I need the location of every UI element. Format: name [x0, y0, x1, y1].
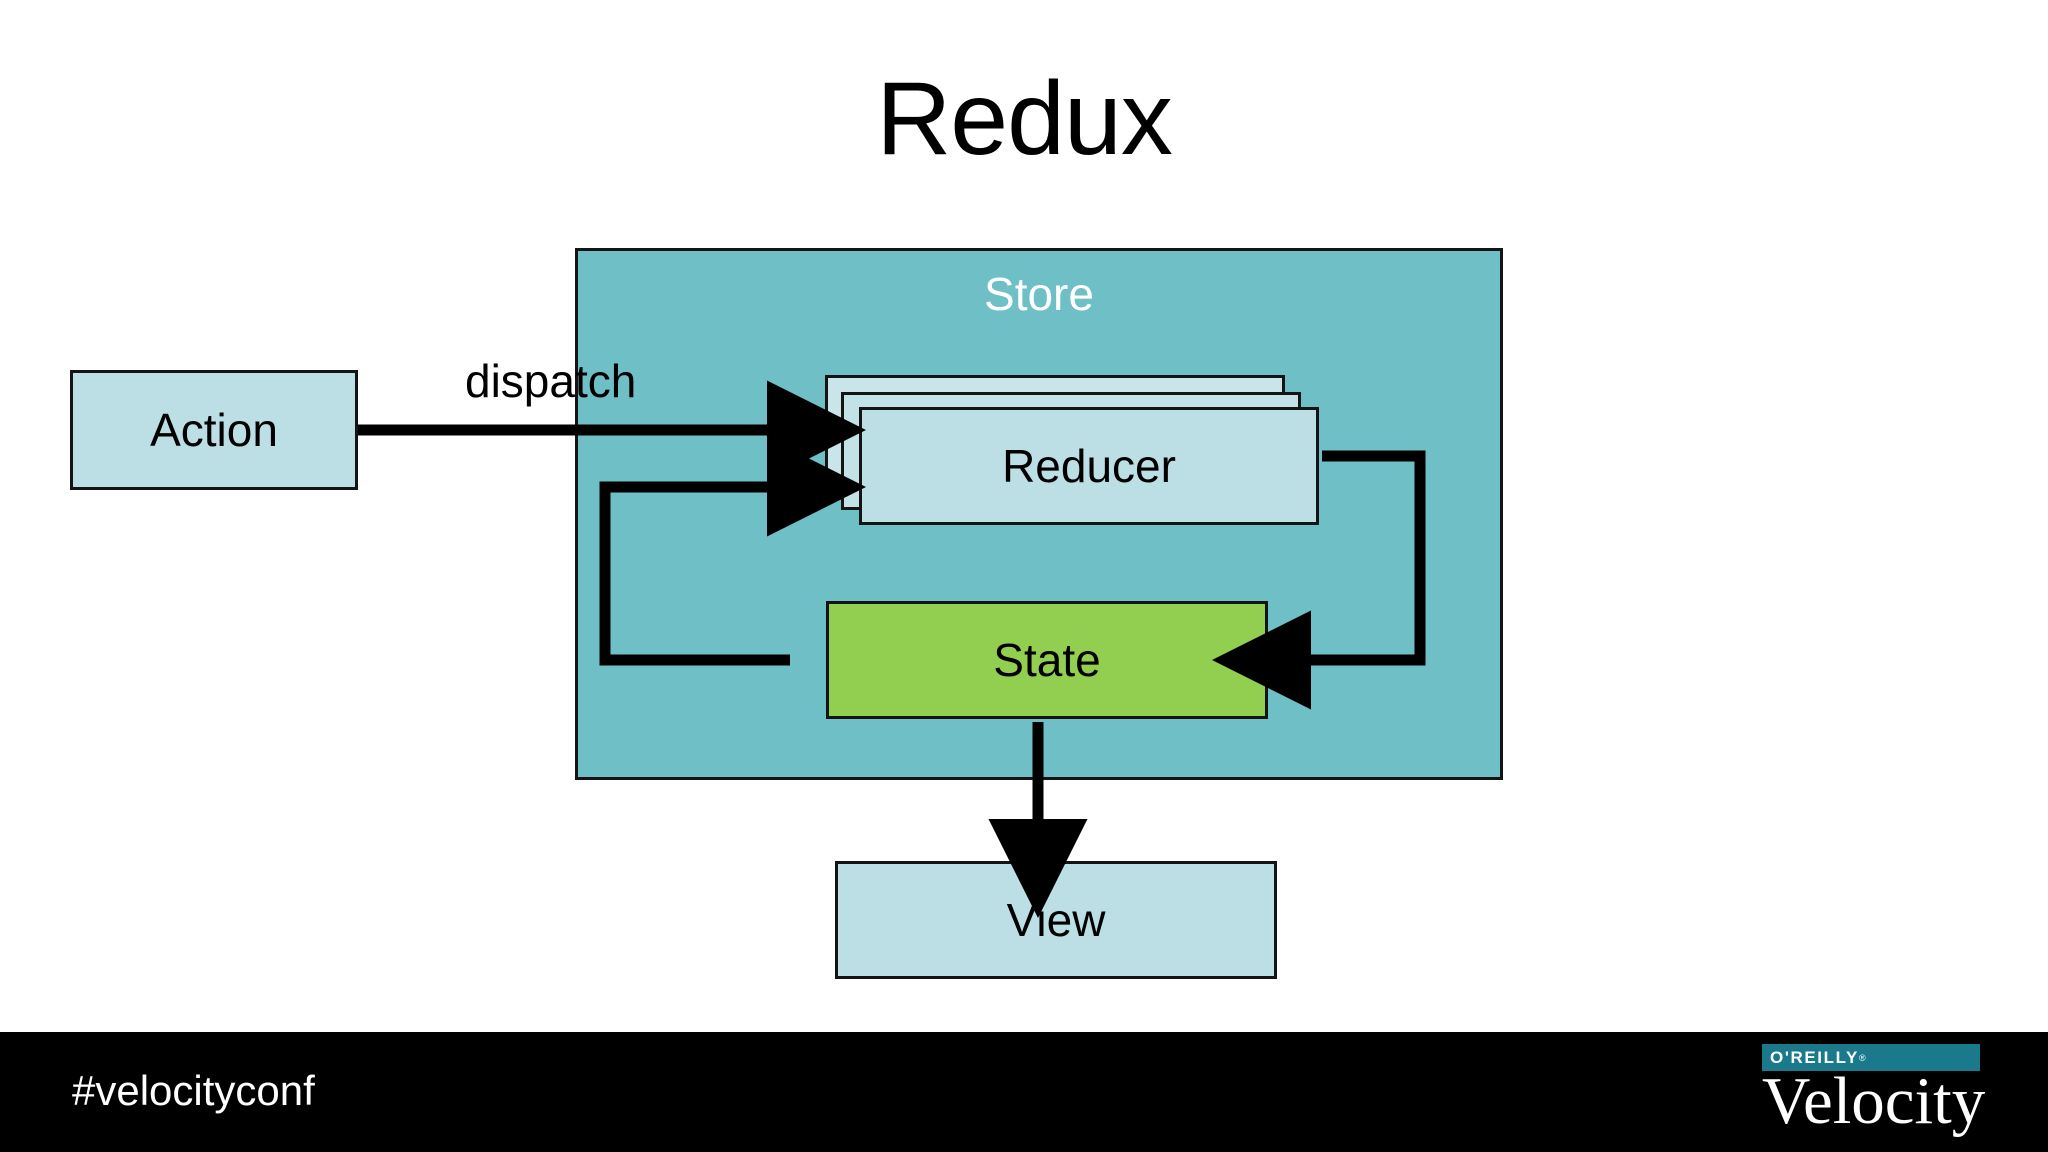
edge-label-dispatch: dispatch: [465, 355, 637, 407]
store-label: Store: [984, 268, 1094, 320]
registered-trademark-icon: ®: [1858, 1052, 1866, 1063]
oreilly-badge: O'REILLY®: [1762, 1044, 1980, 1071]
page-title: Redux: [876, 61, 1173, 177]
node-view: View: [835, 861, 1277, 979]
oreilly-wordmark: O'REILLY: [1770, 1048, 1859, 1067]
node-state: State: [826, 601, 1268, 719]
node-action: Action: [70, 370, 358, 490]
velocity-wordmark: Velocity: [1762, 1064, 1986, 1138]
node-reducer: Reducer: [859, 407, 1319, 525]
conference-hashtag: #velocityconf: [72, 1067, 315, 1114]
oreilly-velocity-logo: O'REILLY® Velocity: [1762, 1042, 2012, 1146]
footer-bar: #velocityconf O'REILLY® Velocity: [0, 1032, 2048, 1152]
redux-flow-diagram: Store Action Reducer State View dispatch: [70, 248, 1503, 979]
